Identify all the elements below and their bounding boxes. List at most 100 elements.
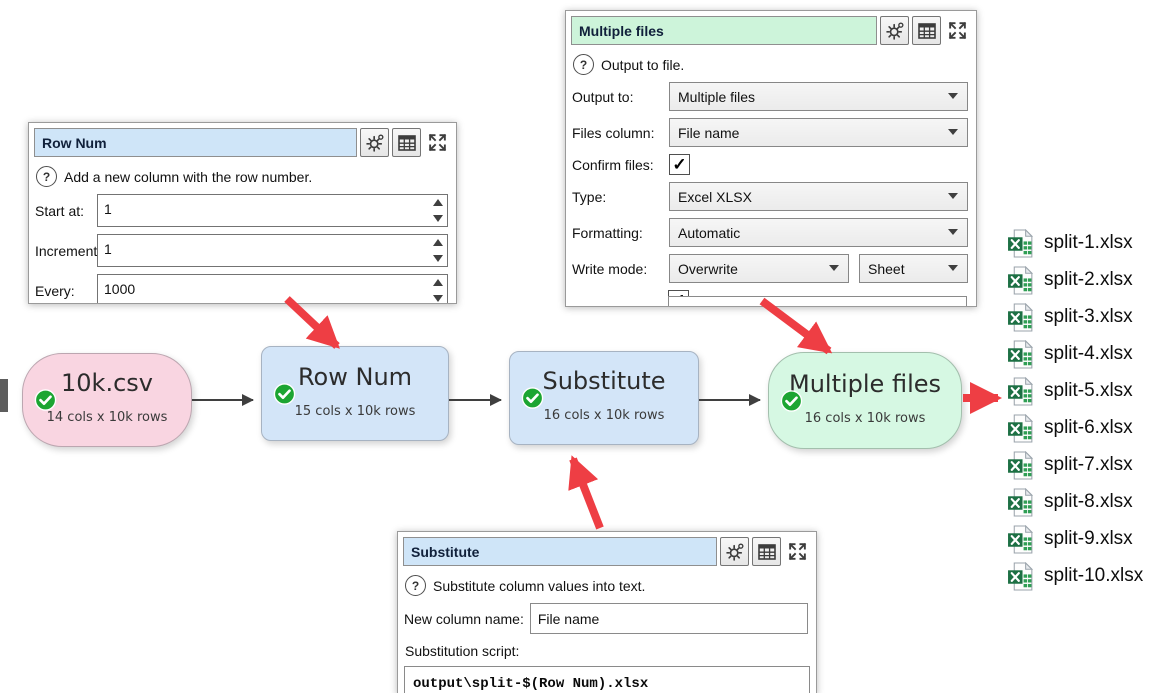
every-value: 1000	[104, 281, 136, 297]
file-item[interactable]: split-8.xlsx	[1008, 487, 1143, 517]
type-value: Excel XLSX	[678, 188, 752, 205]
files-column-select[interactable]: File name	[669, 118, 968, 147]
output-to-select[interactable]: Multiple files	[669, 82, 968, 111]
new-column-name-input[interactable]: File name	[529, 603, 808, 634]
field-label: Increment:	[35, 242, 102, 259]
clipped-field	[668, 296, 967, 306]
status-ok-icon	[521, 387, 544, 409]
dropdown-arrow-icon	[948, 129, 958, 135]
expand-button[interactable]	[424, 129, 451, 156]
file-item[interactable]: split-6.xlsx	[1008, 413, 1143, 443]
file-name: split-3.xlsx	[1044, 306, 1133, 327]
field-label: Confirm files:	[572, 156, 654, 173]
substitute-panel: Substitute	[397, 531, 817, 693]
output-to-value: Multiple files	[678, 88, 756, 105]
spinner-up-button[interactable]	[428, 195, 447, 211]
write-mode-sheet-select[interactable]: Sheet	[859, 254, 968, 283]
write-mode-row: Write mode: Overwrite Sheet	[572, 254, 968, 283]
panel-title[interactable]: Row Num	[34, 128, 357, 157]
node-subtitle: 14 cols x 10k rows	[46, 410, 168, 425]
file-item[interactable]: split-10.xlsx	[1008, 561, 1143, 591]
screenshot-fragment	[0, 379, 8, 412]
file-item[interactable]: split-7.xlsx	[1008, 450, 1143, 480]
start-at-input[interactable]: 1	[97, 194, 448, 227]
file-name: split-5.xlsx	[1044, 380, 1133, 401]
panel-title-text: Multiple files	[579, 22, 664, 39]
file-name: split-4.xlsx	[1044, 343, 1133, 364]
write-mode-sheet-value: Sheet	[868, 260, 905, 277]
node-row-num[interactable]: Row Num 15 cols x 10k rows	[261, 346, 449, 441]
spinner-up-icon	[432, 239, 443, 247]
spinner-up-icon	[432, 279, 443, 287]
spinner-up-button[interactable]	[428, 235, 447, 251]
panel-title[interactable]: Substitute	[403, 537, 717, 566]
settings-button[interactable]	[880, 16, 909, 45]
node-title: Multiple files	[788, 369, 941, 398]
settings-button[interactable]	[360, 128, 389, 157]
spinner	[428, 235, 447, 266]
spinner-down-button[interactable]	[428, 251, 447, 267]
substitution-script-editor[interactable]: output\split-$(Row Num).xlsx	[404, 666, 810, 693]
file-item[interactable]: split-2.xlsx	[1008, 265, 1143, 295]
table-view-button[interactable]	[752, 537, 781, 566]
file-name: split-10.xlsx	[1044, 565, 1144, 586]
formatting-select[interactable]: Automatic	[669, 218, 968, 247]
output-file-list: split-1.xlsx split-2.xlsx split-3.xlsx s…	[1008, 228, 1143, 591]
excel-icon	[1008, 450, 1034, 479]
expand-icon	[428, 133, 447, 152]
excel-icon	[1008, 487, 1034, 516]
spinner-up-button[interactable]	[428, 275, 447, 291]
expand-button[interactable]	[944, 17, 971, 44]
help-icon[interactable]: ?	[405, 575, 426, 596]
excel-icon	[1008, 413, 1034, 442]
file-item[interactable]: split-1.xlsx	[1008, 228, 1143, 258]
increment-row: Increment: 1	[35, 234, 448, 267]
table-icon	[757, 543, 776, 560]
spinner	[428, 275, 447, 304]
spinner-down-icon	[432, 214, 443, 222]
file-item[interactable]: split-4.xlsx	[1008, 339, 1143, 369]
type-row: Type: Excel XLSX	[572, 182, 968, 211]
status-ok-icon	[273, 382, 296, 405]
field-label: Files column:	[572, 124, 655, 141]
write-mode-select[interactable]: Overwrite	[669, 254, 849, 283]
file-item[interactable]: split-3.xlsx	[1008, 302, 1143, 332]
table-view-button[interactable]	[912, 16, 941, 45]
field-label: Every:	[35, 282, 75, 299]
node-10k-csv[interactable]: 10k.csv 14 cols x 10k rows	[22, 353, 192, 447]
panel-title-text: Substitute	[411, 543, 480, 560]
node-multiple-files[interactable]: Multiple files 16 cols x 10k rows	[768, 352, 962, 449]
type-select[interactable]: Excel XLSX	[669, 182, 968, 211]
substitute-panel-titlebar: Substitute	[403, 537, 811, 566]
file-item[interactable]: split-9.xlsx	[1008, 524, 1143, 554]
file-name: split-7.xlsx	[1044, 454, 1133, 475]
formatting-value: Automatic	[678, 224, 741, 241]
node-subtitle: 15 cols x 10k rows	[294, 403, 416, 419]
spinner-down-button[interactable]	[428, 291, 447, 304]
help-row: ? Substitute column values into text.	[405, 575, 809, 596]
excel-icon	[1008, 339, 1034, 368]
help-icon[interactable]: ?	[573, 54, 594, 75]
increment-input[interactable]: 1	[97, 234, 448, 267]
spinner-up-icon	[432, 199, 443, 207]
spinner-down-icon	[432, 254, 443, 262]
increment-value: 1	[104, 241, 112, 257]
table-view-button[interactable]	[392, 128, 421, 157]
excel-icon	[1008, 302, 1034, 331]
help-icon[interactable]: ?	[36, 166, 57, 187]
excel-icon	[1008, 376, 1034, 405]
expand-button[interactable]	[784, 538, 811, 565]
help-row: ? Output to file.	[573, 54, 969, 75]
file-item[interactable]: split-5.xlsx	[1008, 376, 1143, 406]
settings-button[interactable]	[720, 537, 749, 566]
spinner-down-button[interactable]	[428, 211, 447, 227]
node-subtitle: 16 cols x 10k rows	[543, 408, 665, 423]
confirm-files-checkbox[interactable]: ✓	[669, 154, 690, 175]
panel-title[interactable]: Multiple files	[571, 16, 877, 45]
node-substitute[interactable]: Substitute 16 cols x 10k rows	[509, 351, 699, 445]
expand-icon	[948, 21, 967, 40]
every-input[interactable]: 1000	[97, 274, 448, 304]
file-name: split-8.xlsx	[1044, 491, 1133, 512]
new-column-name-row: New column name: File name	[404, 603, 808, 634]
expand-icon	[788, 542, 807, 561]
